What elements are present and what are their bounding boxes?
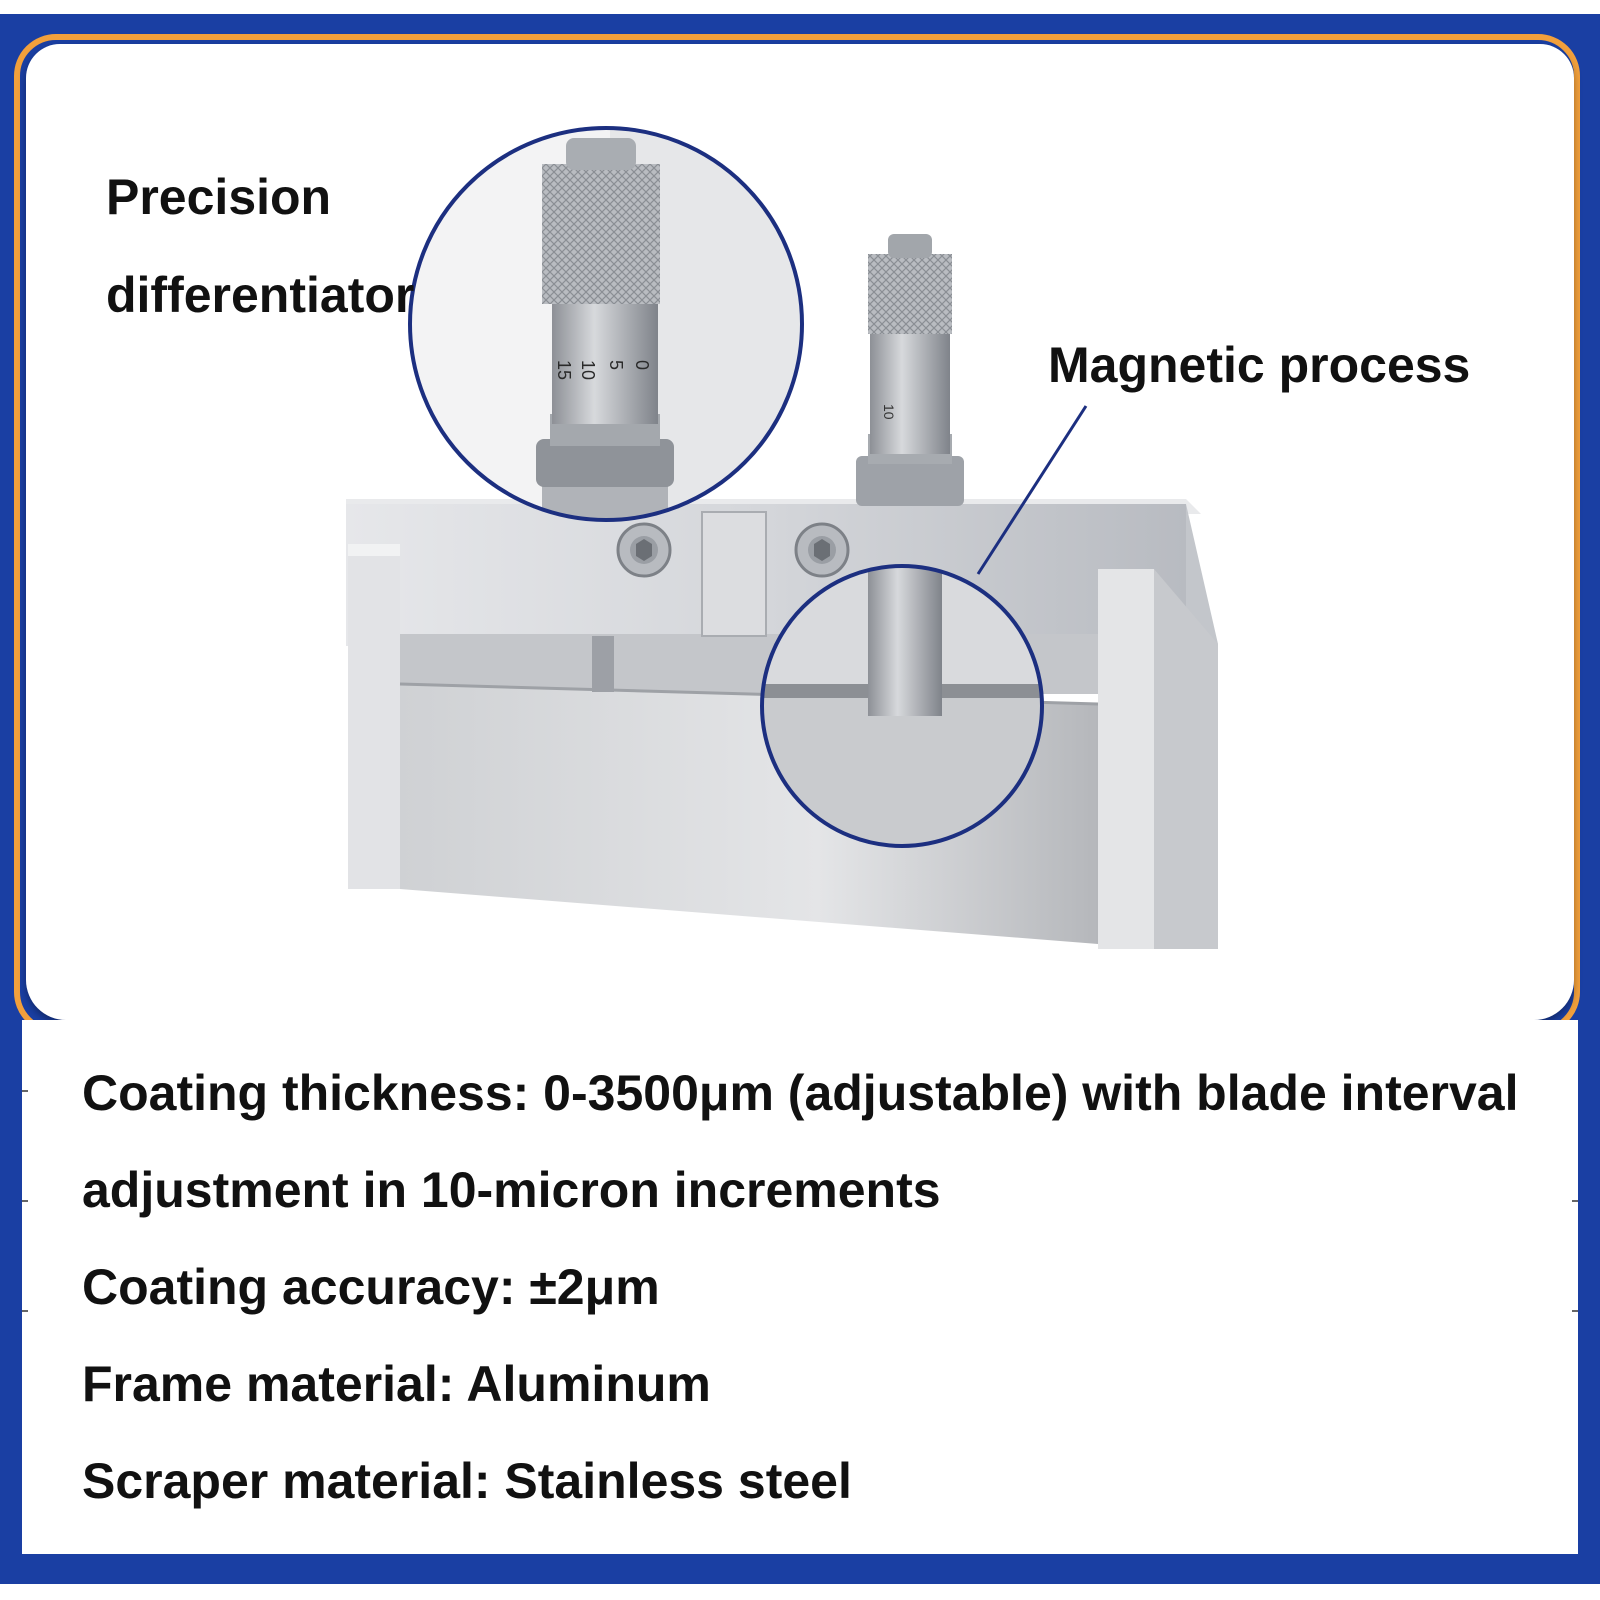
micrometer-icon: 10 [856, 234, 964, 506]
magnifier-circle-icon [760, 564, 1044, 848]
applicator-illustration: 10 15 10 5 0 [346, 126, 1218, 949]
svg-text:10: 10 [881, 404, 897, 420]
spec-frame-material: Frame material: Aluminum [82, 1356, 711, 1412]
svg-text:15: 15 [554, 360, 574, 380]
magnifier-circle-icon [408, 126, 804, 522]
panel-tick [22, 1310, 28, 1312]
hex-screw-icon [794, 522, 850, 578]
callout-magnetic: Magnetic process [1048, 337, 1471, 393]
svg-text:5: 5 [606, 360, 626, 370]
magnetic-callout-line [976, 405, 1088, 575]
panel-tick [1572, 1200, 1578, 1202]
callout-precision-line2: differentiator [106, 267, 415, 323]
spec-panel [22, 1020, 1578, 1554]
top-margin [0, 0, 1600, 14]
spec-scraper-material: Scraper material: Stainless steel [82, 1453, 852, 1509]
product-photo-card: 10 15 10 5 0 [26, 44, 1574, 1020]
frame-left-leg [348, 544, 400, 889]
hex-screw-icon [616, 522, 672, 578]
spec-coating-accuracy: Coating accuracy: ±2μm [82, 1259, 660, 1315]
spec-coating-thickness: Coating thickness: 0-3500μm (adjustable)… [82, 1065, 1519, 1121]
panel-tick [1572, 1310, 1578, 1312]
bottom-margin [0, 1584, 1600, 1600]
panel-tick [22, 1090, 28, 1092]
frame-right-leg [1098, 569, 1154, 949]
svg-text:0: 0 [632, 360, 652, 370]
precision-detail-zoom: 15 10 5 0 [410, 128, 802, 520]
svg-text:10: 10 [578, 360, 598, 380]
panel-tick [22, 1200, 28, 1202]
spec-coating-thickness-cont: adjustment in 10-micron increments [82, 1162, 941, 1218]
callout-precision-line1: Precision [106, 169, 332, 225]
center-block [701, 511, 767, 637]
